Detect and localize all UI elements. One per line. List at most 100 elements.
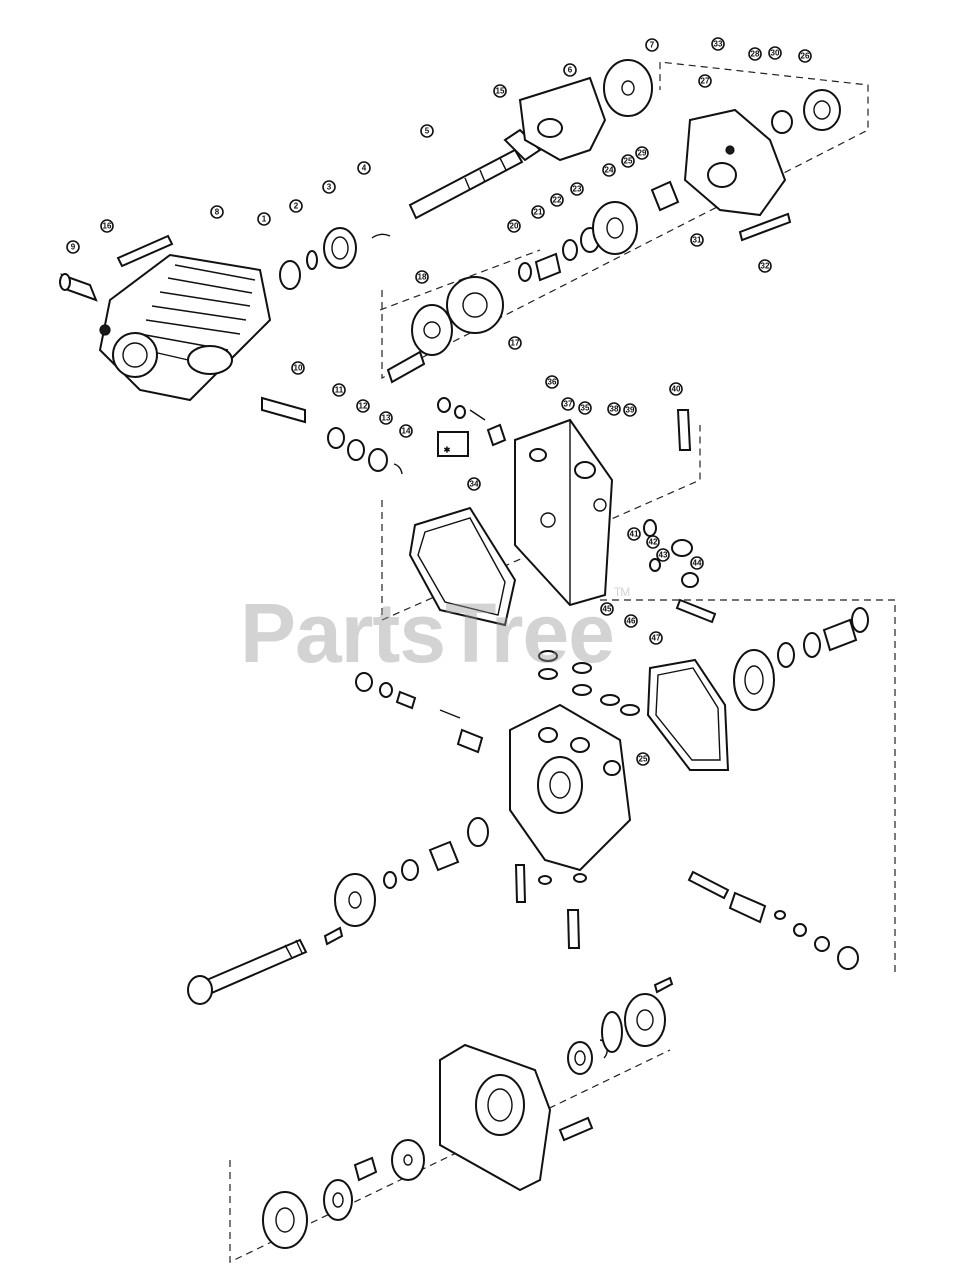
svg-text:22: 22 (553, 196, 562, 205)
callout-30: 30 (768, 46, 782, 60)
callout-5: 5 (420, 124, 434, 138)
pump-housing (98, 253, 272, 402)
svg-text:1: 1 (262, 215, 267, 224)
valve-spool-left (355, 672, 484, 754)
svg-text:37: 37 (564, 400, 573, 409)
callouts: 1 2 3 4 5 6 7 8 9 10 11 12 13 14 15 16 1… (66, 37, 812, 766)
svg-text:21: 21 (534, 208, 543, 217)
callout-17: 17 (508, 336, 522, 350)
bolt-32 (738, 212, 792, 242)
lower-bearing-parts (558, 976, 674, 1142)
bearing-parts-11-14 (327, 427, 403, 475)
callout-39: 39 (623, 403, 637, 417)
svg-text:45: 45 (603, 605, 612, 614)
callout-41: 41 (627, 527, 641, 541)
callout-32: 32 (758, 259, 772, 273)
callout-31: 31 (690, 233, 704, 247)
svg-text:42: 42 (649, 538, 658, 547)
pin-9 (59, 273, 98, 302)
svg-text:33: 33 (714, 40, 723, 49)
valve-block (514, 418, 614, 607)
svg-text:39: 39 (626, 406, 635, 415)
svg-text:28: 28 (751, 50, 760, 59)
svg-text:26: 26 (801, 52, 810, 61)
svg-text:32: 32 (761, 262, 770, 271)
svg-text:38: 38 (610, 405, 619, 414)
center-housing (509, 703, 632, 872)
washer-7 (603, 59, 653, 117)
svg-text:4: 4 (362, 164, 367, 173)
svg-text:34: 34 (470, 480, 479, 489)
callout-23: 23 (570, 182, 584, 196)
svg-text:36: 36 (548, 378, 557, 387)
callout-46: 46 (624, 614, 638, 628)
callout-10: 10 (291, 361, 305, 375)
callout-45: 45 (600, 602, 614, 616)
callout-38: 38 (607, 402, 621, 416)
svg-text:14: 14 (402, 427, 411, 436)
svg-text:9: 9 (71, 243, 76, 252)
callout-7: 7 (645, 38, 659, 52)
svg-text:2: 2 (294, 202, 299, 211)
svg-text:41: 41 (630, 530, 639, 539)
svg-text:25: 25 (624, 157, 633, 166)
svg-text:31: 31 (693, 236, 702, 245)
svg-text:30: 30 (771, 49, 780, 58)
svg-text:10: 10 (294, 364, 303, 373)
svg-text:24: 24 (605, 166, 614, 175)
callout-6: 6 (563, 63, 577, 77)
svg-text:18: 18 (418, 273, 427, 282)
callout-43: 43 (656, 548, 670, 562)
callout-37: 37 (561, 397, 575, 411)
plate-6 (518, 76, 607, 162)
svg-text:46: 46 (627, 617, 636, 626)
shaft-5 (408, 128, 542, 220)
callout-4: 4 (357, 161, 371, 175)
svg-text:47: 47 (652, 634, 661, 643)
callout-44: 44 (690, 556, 704, 570)
svg-text:5: 5 (425, 127, 430, 136)
svg-text:43: 43 (659, 551, 668, 560)
callout-13: 13 (379, 411, 393, 425)
svg-text:25: 25 (639, 755, 648, 764)
svg-text:7: 7 (650, 41, 655, 50)
svg-text:20: 20 (510, 222, 519, 231)
callout-34: 34 (467, 477, 481, 491)
callout-40: 40 (669, 382, 683, 396)
callout-25a: 25 (621, 154, 635, 168)
relief-valve-parts (437, 397, 692, 451)
note-asterisk: ✱ (444, 446, 451, 455)
callout-33: 33 (711, 37, 725, 51)
callout-21: 21 (531, 205, 545, 219)
gear-26 (771, 89, 841, 134)
callout-24: 24 (602, 163, 616, 177)
gasket-47 (646, 658, 730, 771)
stud-16 (116, 234, 174, 268)
callout-15: 15 (493, 84, 507, 98)
callout-12: 12 (356, 399, 370, 413)
svg-text:8: 8 (215, 208, 220, 217)
rings-stack (538, 650, 640, 716)
callout-35: 35 (578, 401, 592, 415)
callout-2: 2 (289, 199, 303, 213)
callout-1: 1 (257, 212, 271, 226)
bolts-lower-housing (514, 864, 587, 949)
callout-22: 22 (550, 193, 564, 207)
callout-36: 36 (545, 375, 559, 389)
svg-text:15: 15 (496, 87, 505, 96)
callout-11: 11 (332, 383, 346, 397)
note-box: ✱ (437, 431, 469, 457)
needle-bearing-29 (650, 180, 680, 212)
svg-text:35: 35 (581, 404, 590, 413)
callout-16: 16 (100, 219, 114, 233)
callout-29: 29 (635, 146, 649, 160)
callout-27: 27 (698, 74, 712, 88)
callout-28: 28 (748, 47, 762, 61)
callout-8: 8 (210, 205, 224, 219)
lower-left-parts (262, 1139, 425, 1249)
callout-26: 26 (798, 49, 812, 63)
springs-20-24 (518, 201, 638, 282)
bearing-parts-1-3 (279, 227, 391, 290)
end-cover-27 (683, 108, 787, 217)
